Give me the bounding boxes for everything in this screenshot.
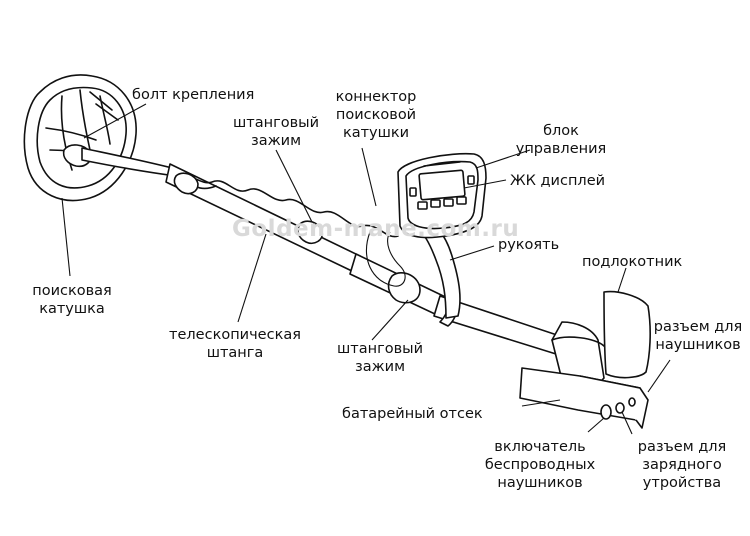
label-battery-compartment-text: батарейный отсек — [342, 406, 483, 422]
label-wireless-switch-line2: беспроводных — [484, 457, 596, 473]
label-rod-clamp-bottom-line1: штанговый — [337, 341, 423, 357]
label-armrest-text: подлокотник — [582, 254, 683, 270]
battery-compartment-shape — [519, 367, 649, 429]
label-coil-connector: коннектор поисковой катушки — [322, 88, 430, 142]
search-coil — [23, 74, 137, 202]
control-unit-shape — [397, 152, 487, 239]
label-control-unit: блок управления — [506, 122, 616, 158]
label-control-unit-line1: блок — [543, 123, 579, 139]
label-rod-clamp-bottom: штанговый зажим — [326, 340, 434, 376]
handle-shape — [365, 217, 461, 319]
label-rod-clamp-top-line1: штанговый — [233, 115, 319, 131]
label-control-unit-line2: управления — [515, 141, 607, 157]
label-charger-jack-line2: зарядного — [642, 457, 722, 473]
label-search-coil-line1: поисковая — [32, 283, 112, 299]
label-wireless-switch-line3: наушников — [497, 475, 583, 491]
label-handle-text: рукоять — [498, 237, 560, 253]
label-charger-jack-line3: утройства — [642, 475, 722, 491]
label-telescopic-rod: телескопическая штанга — [158, 326, 312, 362]
label-telescopic-rod-line2: штанга — [206, 345, 264, 361]
label-coil-connector-line3: катушки — [342, 125, 410, 141]
armrest-shape — [551, 290, 651, 387]
label-mount-bolt: болт крепления — [132, 86, 254, 104]
label-charger-jack-line1: разъем для — [637, 439, 727, 455]
leader-lines — [61, 103, 671, 435]
watermark: Goldem-mane.com.ru — [232, 216, 520, 242]
label-rod-clamp-top: штанговый зажим — [222, 114, 330, 150]
label-lcd-display: ЖК дисплей — [510, 172, 605, 190]
label-telescopic-rod-line1: телескопическая — [169, 327, 301, 343]
label-coil-connector-line1: коннектор — [335, 89, 417, 105]
label-charger-jack: разъем для зарядного утройства — [626, 438, 738, 492]
label-headphone-jack: разъем для наушников — [646, 318, 750, 354]
label-mount-bolt-text: болт крепления — [132, 87, 255, 103]
rod-clamps — [173, 172, 421, 304]
label-rod-clamp-top-line2: зажим — [250, 133, 302, 149]
label-armrest: подлокотник — [582, 253, 682, 271]
label-coil-connector-line2: поисковой — [335, 107, 417, 123]
label-lcd-display-text: ЖК дисплей — [510, 173, 606, 189]
label-headphone-jack-line1: разъем для — [653, 319, 743, 335]
label-rod-clamp-bottom-line2: зажим — [354, 359, 406, 375]
label-handle: рукоять — [498, 236, 559, 254]
label-search-coil-line2: катушка — [39, 301, 105, 317]
label-search-coil: поисковая катушка — [24, 282, 120, 318]
label-headphone-jack-line2: наушников — [655, 337, 741, 353]
label-battery-compartment: батарейный отсек — [342, 405, 483, 423]
label-wireless-switch-line1: включатель — [494, 439, 586, 455]
label-wireless-switch: включатель беспроводных наушников — [472, 438, 608, 492]
